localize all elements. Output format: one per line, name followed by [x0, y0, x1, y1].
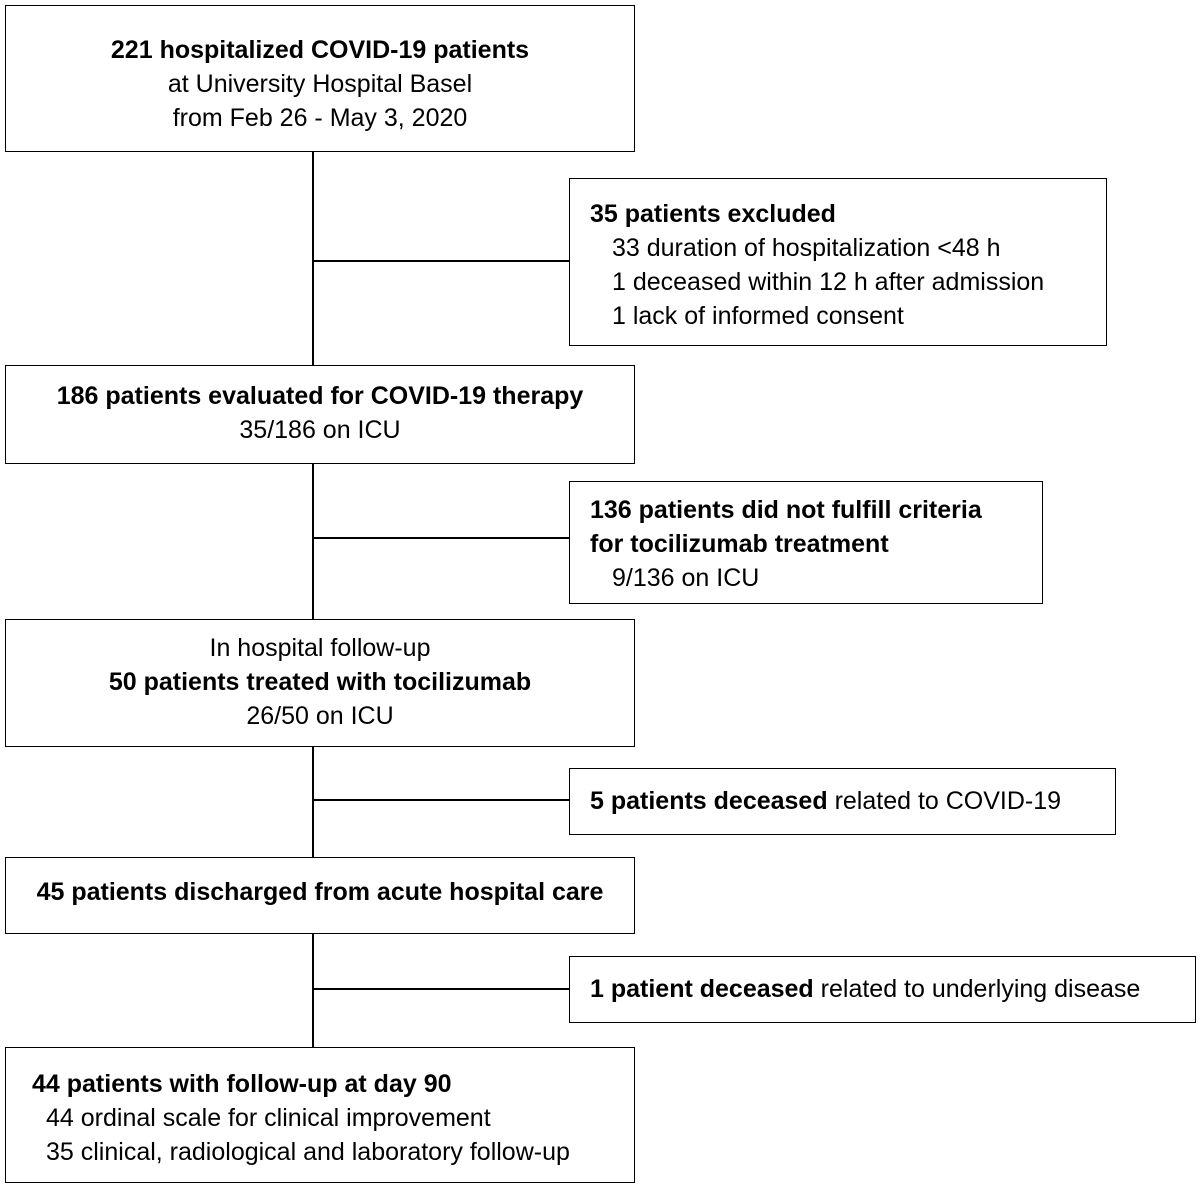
box-hospitalized-patients: 221 hospitalized COVID-19 patients at Un… [5, 5, 635, 152]
deceased-underlying-text: 1 patient deceased related to underlying… [590, 972, 1195, 1006]
excluded-item: 33 duration of hospitalization <48 h [612, 234, 1001, 262]
box-excluded: 35 patients excluded 33 duration of hosp… [569, 178, 1107, 346]
hospital-name: at University Hospital Basel [167, 70, 473, 98]
deceased-covid-count: 5 patients deceased [590, 787, 828, 815]
excluded-item: 1 lack of informed consent [612, 302, 904, 330]
deceased-underlying-reason: related to underlying disease [813, 975, 1141, 1003]
branch-line-deceased-underlying [312, 988, 570, 990]
box-discharged-patients: 45 patients discharged from acute hospit… [5, 857, 635, 934]
treated-count: 50 patients treated with tocilizumab [108, 668, 532, 696]
follow-up-label: In hospital follow-up [209, 634, 431, 662]
evaluated-icu: 35/186 on ICU [239, 416, 401, 444]
discharged-count: 45 patients discharged from acute hospit… [36, 878, 604, 906]
main-flow-line [312, 151, 314, 1049]
follow-up-title: 44 patients with follow-up at day 90 [32, 1070, 452, 1098]
excluded-item: 1 deceased within 12 h after admission [612, 268, 1045, 296]
branch-line-deceased-covid [312, 799, 570, 801]
not-fulfill-title: 136 patients did not fulfill criteria [590, 496, 982, 524]
branch-line-excluded [312, 260, 570, 262]
treated-icu: 26/50 on ICU [246, 702, 394, 730]
follow-up-item: 35 clinical, radiological and laboratory… [46, 1138, 570, 1166]
box-deceased-covid: 5 patients deceased related to COVID-19 [569, 768, 1116, 835]
deceased-covid-text: 5 patients deceased related to COVID-19 [590, 784, 1115, 818]
follow-up-item: 44 ordinal scale for clinical improvemen… [46, 1104, 491, 1132]
date-range: from Feb 26 - May 3, 2020 [172, 104, 468, 132]
not-fulfill-icu: 9/136 on ICU [612, 564, 760, 592]
box-deceased-underlying: 1 patient deceased related to underlying… [569, 956, 1196, 1023]
hospitalized-count: 221 hospitalized COVID-19 patients [110, 36, 530, 64]
deceased-underlying-count: 1 patient deceased [590, 975, 814, 1003]
box-follow-up-day-90: 44 patients with follow-up at day 90 44 … [5, 1047, 635, 1183]
box-treated-patients: In hospital follow-up 50 patients treate… [5, 619, 635, 747]
box-evaluated-patients: 186 patients evaluated for COVID-19 ther… [5, 365, 635, 464]
deceased-covid-reason: related to COVID-19 [827, 787, 1062, 815]
excluded-title: 35 patients excluded [590, 200, 836, 228]
branch-line-not-fulfill [312, 537, 570, 539]
evaluated-count: 186 patients evaluated for COVID-19 ther… [56, 382, 584, 410]
not-fulfill-subtitle: for tocilizumab treatment [590, 530, 889, 558]
box-not-fulfill-criteria: 136 patients did not fulfill criteria fo… [569, 481, 1043, 604]
